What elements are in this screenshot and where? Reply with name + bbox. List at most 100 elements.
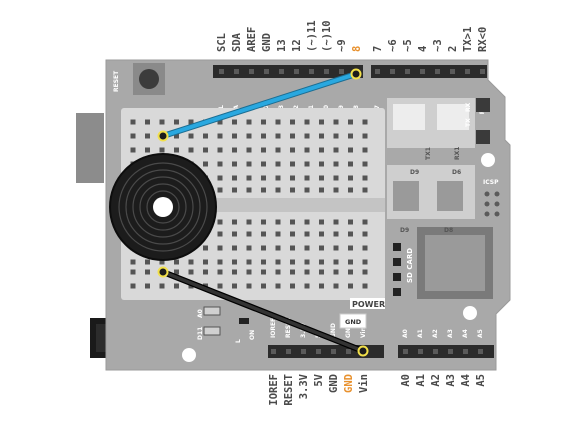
top-pin-label: GND bbox=[261, 33, 273, 52]
breadboard-hole bbox=[348, 120, 353, 125]
breadboard-hole bbox=[319, 188, 324, 193]
bottom-pin-label: A5 bbox=[475, 374, 487, 387]
reset-button-cap bbox=[139, 69, 159, 89]
breadboard-hole bbox=[276, 120, 281, 125]
wire-end-black-gnd bbox=[359, 347, 368, 356]
breadboard-hole bbox=[305, 176, 310, 181]
breadboard-hole bbox=[218, 246, 223, 251]
breadboard-hole bbox=[218, 260, 223, 265]
icsp-pin bbox=[495, 202, 500, 207]
connector-block-inner bbox=[393, 104, 425, 130]
top-pin-label: RX<0 bbox=[477, 27, 489, 52]
breadboard-hole bbox=[218, 176, 223, 181]
icsp-pin bbox=[495, 212, 500, 217]
breadboard-hole bbox=[290, 188, 295, 193]
bottom-pin-label: A4 bbox=[460, 374, 472, 387]
breadboard-hole bbox=[218, 270, 223, 275]
header-pin bbox=[279, 69, 284, 74]
breadboard-hole bbox=[276, 162, 281, 167]
bottom-pin-label: GND bbox=[328, 374, 340, 393]
breadboard-hole bbox=[218, 220, 223, 225]
breadboard-hole bbox=[334, 220, 339, 225]
top-pin-label: 4 bbox=[417, 46, 429, 52]
breadboard-hole bbox=[334, 270, 339, 275]
header-pin bbox=[420, 69, 425, 74]
breadboard-hole bbox=[363, 246, 368, 251]
breadboard-hole bbox=[319, 232, 324, 237]
top-pin-label: (~)10 bbox=[321, 20, 333, 52]
label-l: L bbox=[235, 339, 242, 343]
tx-led bbox=[476, 98, 490, 112]
breadboard-hole bbox=[232, 148, 237, 153]
header-pin bbox=[405, 69, 410, 74]
breadboard-hole bbox=[145, 284, 150, 289]
breadboard-hole bbox=[145, 120, 150, 125]
indicator-led bbox=[393, 243, 401, 251]
sd-card-inner bbox=[425, 235, 485, 291]
sd-card-label: SD CARD bbox=[406, 248, 414, 283]
header-pin bbox=[390, 69, 395, 74]
header-pin bbox=[324, 69, 329, 74]
breadboard-hole bbox=[363, 148, 368, 153]
bottom-pin-label: GND bbox=[343, 374, 355, 393]
top-pin-label: 12 bbox=[291, 39, 303, 52]
icsp-pin bbox=[485, 212, 490, 217]
breadboard-hole bbox=[189, 134, 194, 139]
breadboard-hole bbox=[334, 120, 339, 125]
board-bottom-label: A5 bbox=[477, 329, 484, 338]
breadboard-hole bbox=[290, 260, 295, 265]
breadboard-hole bbox=[276, 134, 281, 139]
breadboard-hole bbox=[232, 232, 237, 237]
breadboard-hole bbox=[305, 188, 310, 193]
header-pin bbox=[433, 349, 438, 354]
breadboard-hole bbox=[232, 162, 237, 167]
breadboard-hole bbox=[363, 162, 368, 167]
header-pin bbox=[450, 69, 455, 74]
header-pin bbox=[375, 69, 380, 74]
breadboard-hole bbox=[261, 246, 266, 251]
breadboard-hole bbox=[290, 162, 295, 167]
icsp-pin bbox=[495, 192, 500, 197]
breadboard-hole bbox=[334, 176, 339, 181]
header-pin bbox=[301, 349, 306, 354]
breadboard-hole bbox=[305, 260, 310, 265]
top-pin-label: SDA bbox=[231, 32, 243, 52]
breadboard-hole bbox=[305, 270, 310, 275]
breadboard-hole bbox=[319, 260, 324, 265]
indicator-led bbox=[393, 258, 401, 266]
breadboard-hole bbox=[334, 284, 339, 289]
board-bottom-label: A2 bbox=[432, 329, 439, 338]
breadboard-hole bbox=[232, 246, 237, 251]
breadboard-hole bbox=[131, 120, 136, 125]
breadboard-hole bbox=[247, 120, 252, 125]
icsp-label: ICSP bbox=[483, 179, 499, 186]
mount-hole bbox=[481, 153, 495, 167]
indicator-led bbox=[393, 273, 401, 281]
breadboard-hole bbox=[232, 176, 237, 181]
breadboard-hole bbox=[218, 162, 223, 167]
breadboard-hole bbox=[131, 270, 136, 275]
top-pin-label: AREF bbox=[246, 27, 258, 52]
breadboard-hole bbox=[189, 270, 194, 275]
top-pin-label: ~6 bbox=[387, 39, 399, 52]
top-pin-label: TX>1 bbox=[462, 27, 474, 52]
breadboard-hole bbox=[348, 176, 353, 181]
board-bottom-label: A3 bbox=[447, 329, 454, 338]
breadboard-hole bbox=[290, 232, 295, 237]
bottom-pin-label: A0 bbox=[400, 374, 412, 387]
breadboard-hole bbox=[363, 120, 368, 125]
breadboard-hole bbox=[348, 162, 353, 167]
label-tx: TX bbox=[465, 118, 472, 127]
breadboard-hole bbox=[160, 120, 165, 125]
header-pin bbox=[219, 69, 224, 74]
top-pin-label: 13 bbox=[276, 39, 288, 52]
breadboard-hole bbox=[334, 134, 339, 139]
breadboard-hole bbox=[247, 176, 252, 181]
icsp-pin bbox=[485, 202, 490, 207]
breadboard-hole bbox=[319, 270, 324, 275]
header-pin bbox=[271, 349, 276, 354]
breadboard-hole bbox=[232, 220, 237, 225]
breadboard-hole bbox=[232, 188, 237, 193]
